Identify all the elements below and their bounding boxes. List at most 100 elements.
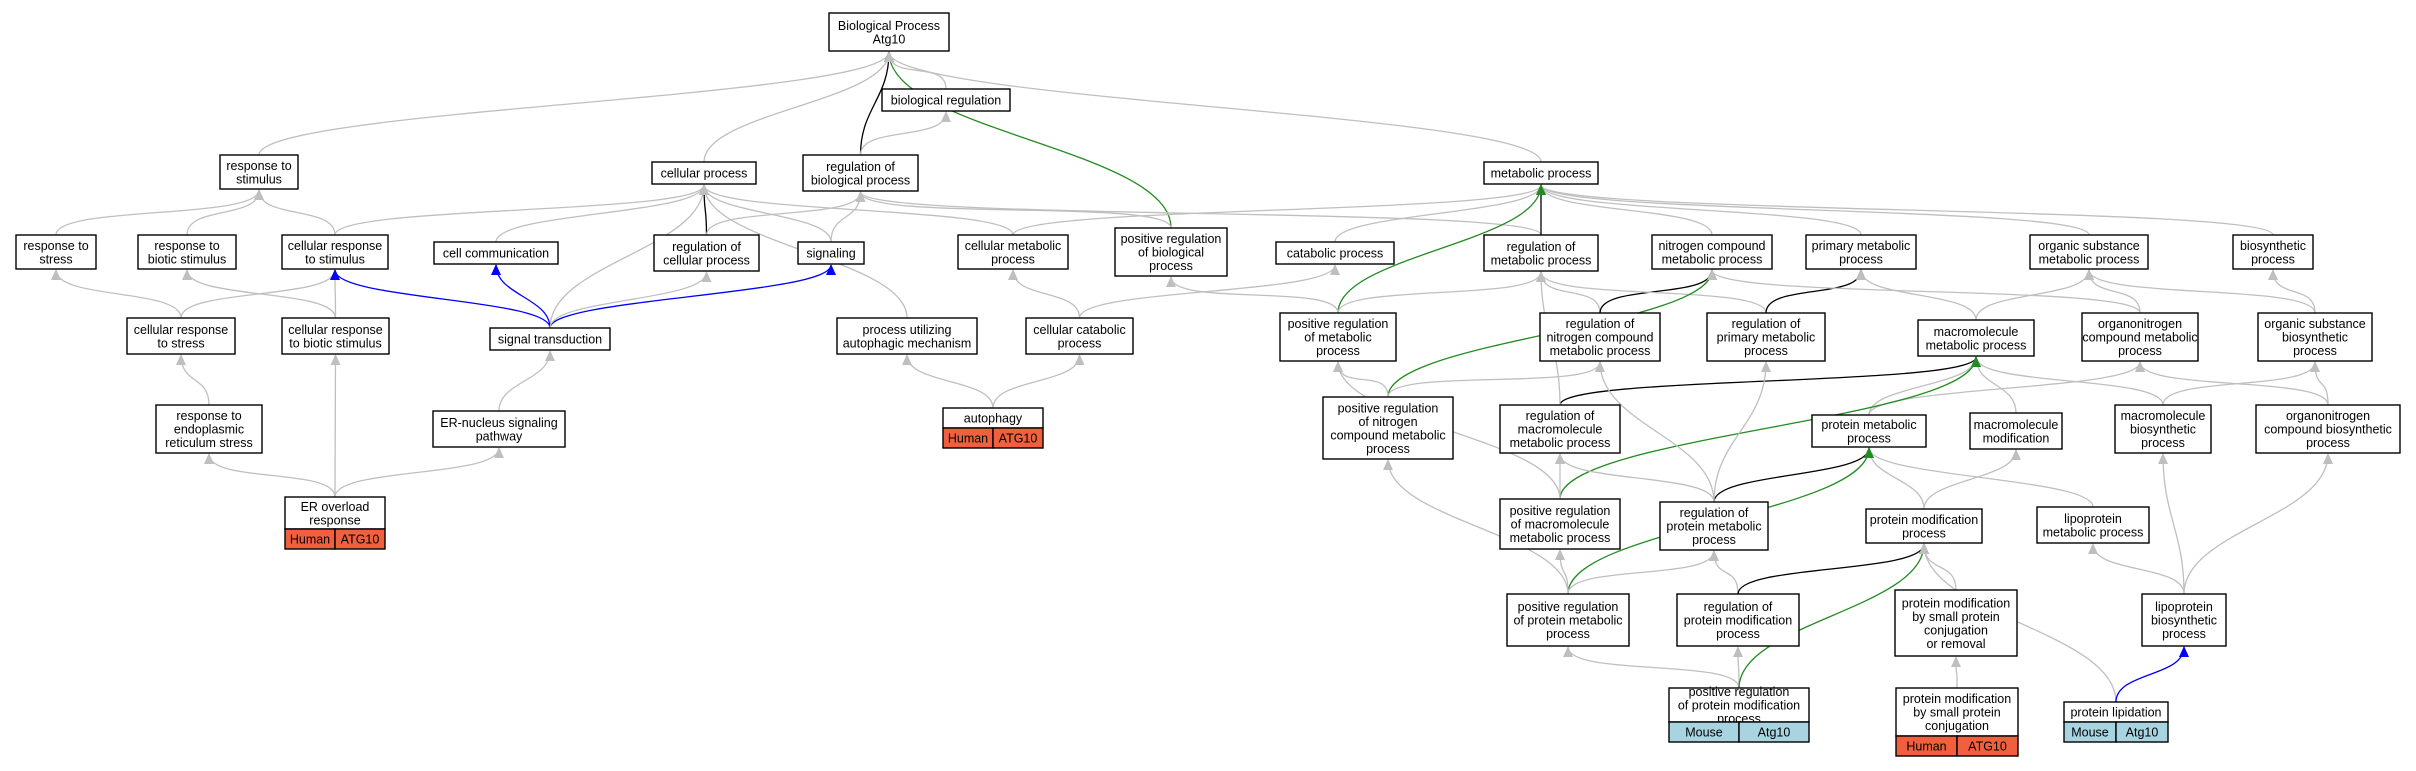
term-label-line: organonitrogen — [2286, 409, 2370, 423]
term-label-line: lipoprotein — [2064, 512, 2122, 526]
edge-line — [491, 264, 551, 329]
term-label-line: reticulum stress — [165, 436, 253, 450]
term-box — [1917, 319, 2035, 357]
term-label-line: metabolic process — [2039, 252, 2140, 266]
term-label-line: stimulus — [236, 172, 282, 186]
edge-line — [1738, 543, 1929, 689]
edge-pos_reg_macro-to-macro_metab — [1559, 356, 1981, 500]
go-term-signaling[interactable]: signaling — [797, 241, 865, 265]
edge-reg_prim-to-prim — [1765, 269, 1866, 314]
edge-prot_lipid-to-prot_mod — [1919, 543, 2117, 703]
edge-reg_prim-to-reg_metab — [1536, 271, 1767, 314]
term-box — [1483, 234, 1599, 272]
edge-line — [182, 269, 337, 319]
term-box — [1114, 227, 1228, 277]
term-label-line: process — [1744, 344, 1788, 358]
edge-org_sub_bio-to-biosyn — [2268, 269, 2316, 314]
term-label-line: process — [2118, 344, 2162, 358]
term-label-line: regulation of — [1680, 506, 1749, 520]
term-box — [1499, 404, 1621, 454]
term-box — [1651, 234, 1773, 270]
go-term-metab[interactable]: metabolic process — [1483, 161, 1599, 185]
term-box — [489, 327, 611, 351]
term-label-line: primary metabolic — [1717, 331, 1816, 345]
term-label-line: biological regulation — [891, 94, 1002, 108]
term-box — [155, 404, 263, 454]
term-box — [1668, 687, 1810, 723]
edge-line — [1008, 269, 1081, 319]
edge-line — [55, 189, 264, 236]
term-label-line: of protein modification — [1678, 699, 1800, 713]
term-label-line: protein lipidation — [2070, 706, 2161, 720]
term-box — [126, 317, 236, 355]
term-label-line: metabolic process — [1926, 338, 2027, 352]
term-box — [1279, 312, 1397, 362]
edge-cell_resp_stress-to-resp_stress — [51, 269, 182, 319]
term-label-line: biosynthetic — [2282, 331, 2348, 345]
term-box — [2036, 506, 2150, 544]
edge-prot_mod_small-to-prot_mod — [1919, 543, 1957, 591]
go-term-bioreg[interactable]: biological regulation — [881, 88, 1011, 112]
go-term-cell-proc[interactable]: cellular process — [651, 161, 757, 185]
edge-line — [1536, 184, 1713, 236]
edge-resp_biotic-to-resp_stim — [186, 189, 264, 236]
edge-bioreg-to-bp — [884, 51, 947, 90]
go-term-cell-comm[interactable]: cell communication — [433, 241, 559, 265]
edge-organonit_bio-to-organonit — [2135, 361, 2329, 406]
edge-reg_bio-to-bp — [859, 51, 894, 156]
edge-line — [1595, 361, 1715, 503]
go-term-sig-trans[interactable]: signal transduction — [489, 327, 611, 351]
edge-line — [1559, 356, 1981, 500]
term-label-line: regulation of — [1526, 409, 1595, 423]
term-box — [653, 234, 760, 272]
go-term-catab[interactable]: catabolic process — [1275, 241, 1395, 265]
term-box — [281, 234, 389, 270]
